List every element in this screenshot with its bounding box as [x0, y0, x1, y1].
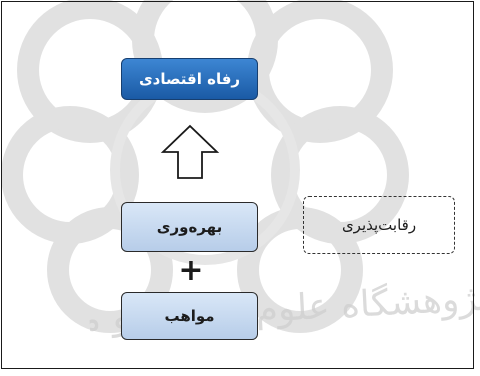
diagram-frame [1, 1, 474, 369]
economic-welfare-box: رفاه اقتصادی [121, 58, 258, 100]
hollow-up-arrow-icon [160, 124, 220, 179]
competitiveness-label: رقابت‌پذیری [341, 216, 417, 234]
plus-sign: + [178, 253, 204, 288]
competitiveness-box: رقابت‌پذیری [303, 196, 455, 254]
productivity-label: بهره‌وری [156, 218, 223, 236]
endowments-box: مواهب [121, 292, 258, 340]
productivity-box: بهره‌وری [121, 202, 258, 252]
economic-welfare-label: رفاه اقتصادی [138, 70, 241, 88]
endowments-label: مواهب [164, 307, 215, 325]
